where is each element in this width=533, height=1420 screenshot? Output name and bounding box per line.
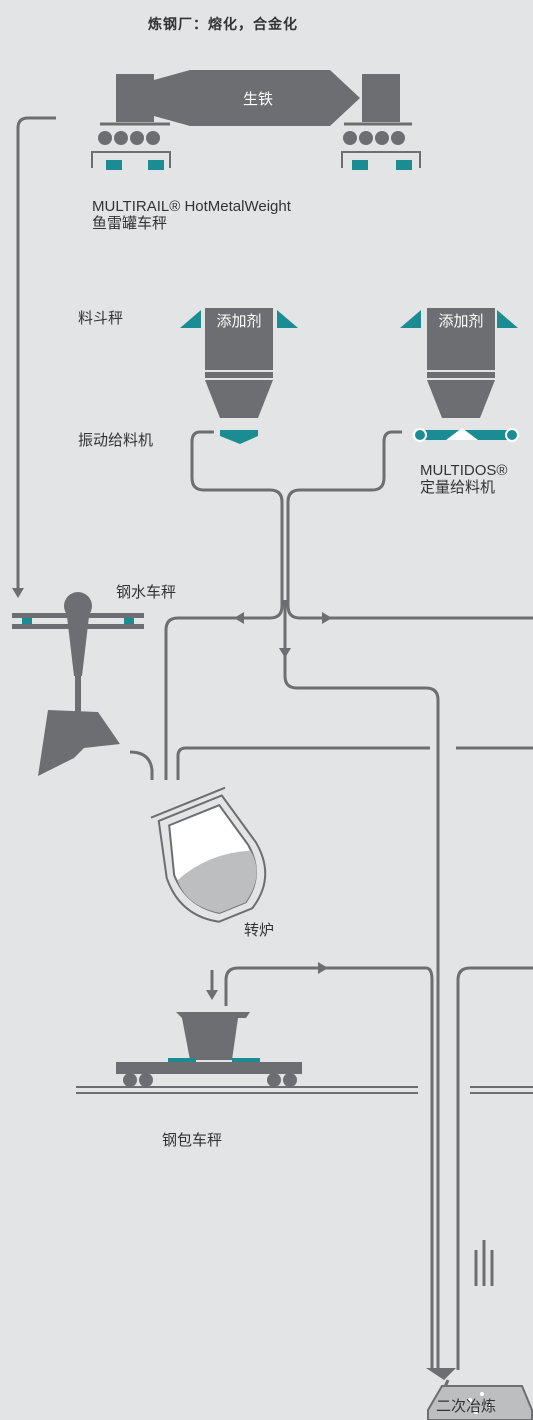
torpedo-car: 生铁 — [91, 70, 421, 170]
hopper-2-right-weigh-cell — [497, 310, 518, 328]
torpedo-wheels-right — [343, 131, 405, 145]
torpedo-scale-left — [91, 151, 171, 170]
multidos-desc-label: 定量给料机 — [420, 479, 496, 496]
ladle-scale-label: 钢包车秤 — [162, 1132, 223, 1149]
arrow-left-icon — [234, 612, 244, 624]
torpedo-product-label: MULTIRAIL® HotMetalWeight — [92, 198, 291, 215]
pig-iron-label: 生铁 — [243, 91, 273, 108]
pour-stream — [129, 750, 154, 780]
secondary-vessel — [427, 1385, 533, 1420]
additive-1-label: 添加剂 — [216, 313, 261, 330]
secondary-metallurgy — [426, 1240, 533, 1420]
multidos-belt-feeder — [413, 428, 519, 442]
hopper-1-right-weigh-cell — [277, 310, 298, 328]
converter — [150, 786, 267, 923]
arrow-right-icon — [322, 612, 332, 624]
arrow-right-icon — [318, 962, 328, 974]
hopper-1-bin — [205, 308, 273, 370]
vibratory-feeder-tray — [220, 430, 258, 444]
arrow-down-icon — [426, 1368, 456, 1380]
torpedo-desc-label: 鱼雷罐车秤 — [92, 215, 168, 232]
page-title: 炼钢厂：熔化，合金化 — [148, 16, 298, 32]
torpedo-wheels-left — [98, 131, 160, 145]
additive-pipes — [164, 430, 533, 1370]
ladle-car — [76, 962, 533, 1370]
hopper-2-cone — [427, 380, 495, 418]
hot-metal-scale — [12, 592, 154, 780]
arrow-down-icon — [279, 648, 291, 658]
torpedo-left-tower — [116, 74, 154, 122]
vibratory-feeder-label: 振动给料机 — [78, 432, 154, 449]
pig-iron-flow-line — [12, 116, 56, 598]
hot-metal-ladle — [38, 710, 120, 776]
hopper-2-bin — [427, 308, 495, 370]
torpedo-right-tower — [362, 74, 400, 122]
hopper-1-left-weigh-cell — [180, 310, 201, 328]
hot-metal-scale-label: 钢水车秤 — [116, 584, 177, 601]
hopper-scale-1: 添加剂 — [180, 308, 298, 444]
hopper-1-cone — [205, 380, 273, 418]
ladle-car-frame — [116, 1062, 302, 1074]
steel-ladle — [176, 1012, 250, 1060]
multidos-product-label: MULTIDOS® — [420, 462, 508, 479]
hopper-scale-2: 添加剂 — [400, 308, 519, 442]
torpedo-scale-right — [341, 151, 421, 170]
secondary-label: 二次冶炼 — [436, 1398, 497, 1415]
hopper-2-left-weigh-cell — [400, 310, 421, 328]
arrow-down-icon — [12, 588, 24, 598]
torpedo-body — [154, 70, 360, 126]
additive-2-label: 添加剂 — [438, 313, 483, 330]
hopper-scale-label: 料斗秤 — [78, 310, 124, 327]
crane-stem — [66, 608, 90, 676]
converter-label: 转炉 — [244, 922, 275, 939]
arrow-down-icon — [206, 990, 218, 1000]
